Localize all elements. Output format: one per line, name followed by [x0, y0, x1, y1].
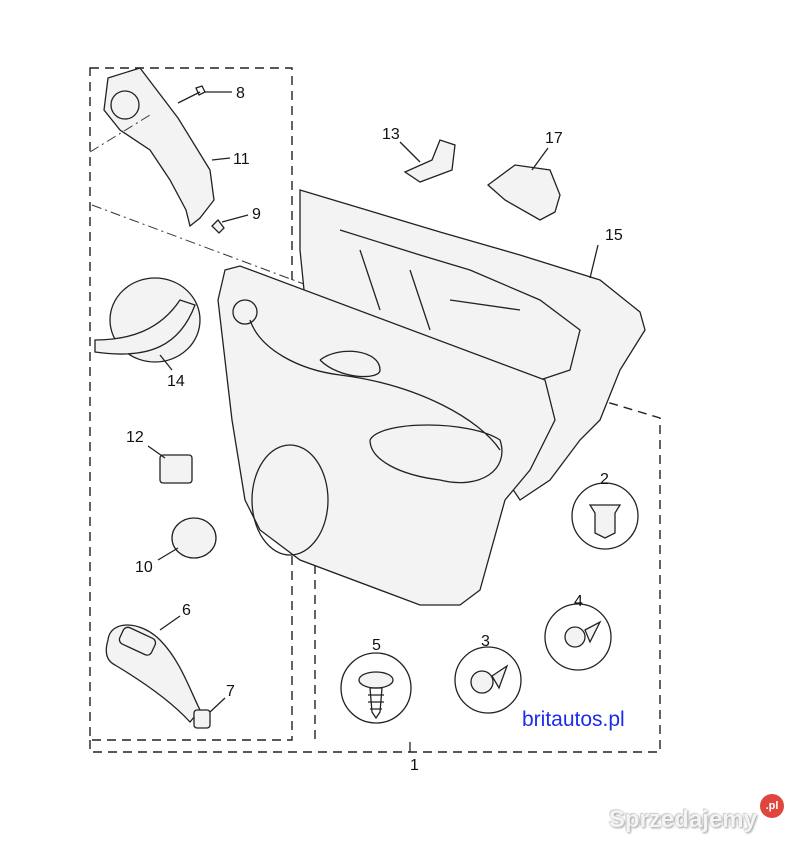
label-1: 1 [410, 757, 419, 774]
label-5: 5 [372, 637, 381, 654]
part-13-bracket [403, 139, 456, 183]
part-7-cap [193, 709, 211, 729]
label-2: 2 [600, 471, 609, 488]
leader-line [531, 147, 549, 171]
label-4: 4 [574, 593, 583, 610]
panel-hole [232, 299, 258, 325]
watermark-badge: .pl [760, 794, 784, 818]
label-6: 6 [182, 602, 191, 619]
leader-line [147, 445, 166, 459]
label-13: 13 [382, 126, 400, 143]
part-4-tip [584, 620, 602, 644]
part-2-clip [588, 504, 622, 539]
label-9: 9 [252, 206, 261, 223]
bracket-hole [110, 90, 140, 120]
group-box-1 [89, 399, 661, 753]
leader-line [211, 157, 231, 161]
part-6-pull-handle [105, 624, 201, 723]
part-3-fastener [470, 670, 494, 694]
part-5-screw-head [358, 671, 394, 689]
watermark-logo: Sprzedajemy [608, 806, 757, 833]
label-7: 7 [226, 683, 235, 700]
panel-detail [339, 229, 581, 381]
panel-contours [249, 319, 503, 484]
part-12-switch [159, 454, 193, 484]
label-15: 15 [605, 227, 623, 244]
center-line [91, 204, 321, 291]
speaker-grille [251, 444, 329, 556]
part-10-grommet [171, 517, 217, 559]
part-8-bolt [177, 85, 206, 104]
watermark: Sprzedajemy .pl [609, 794, 784, 834]
leader-line [589, 244, 599, 279]
label-8: 8 [236, 85, 245, 102]
part-3-tip [491, 664, 509, 690]
label-3: 3 [481, 633, 490, 650]
part-5-screw-thread [368, 687, 384, 720]
door-trim-panel [217, 265, 556, 606]
leader-line [159, 354, 173, 371]
label-11: 11 [233, 151, 250, 168]
center-line [89, 114, 151, 153]
leader-line [159, 615, 181, 631]
label-10: 10 [135, 559, 153, 576]
leader-line [399, 141, 421, 163]
leader-line [221, 214, 249, 223]
part-14-handle [94, 299, 196, 355]
label-14: 14 [167, 373, 185, 390]
label-17: 17 [545, 130, 563, 147]
leader-line [209, 697, 226, 713]
leader-line [157, 547, 179, 561]
part-11-bracket [103, 67, 215, 228]
part-17-bracket [486, 164, 561, 221]
group-box-left [89, 67, 293, 741]
label-12: 12 [126, 429, 144, 446]
part-9-clip [211, 219, 225, 234]
part-4-fastener [564, 626, 586, 648]
site-brand-text: britautos.pl [522, 708, 625, 731]
handle-recess [118, 626, 157, 656]
